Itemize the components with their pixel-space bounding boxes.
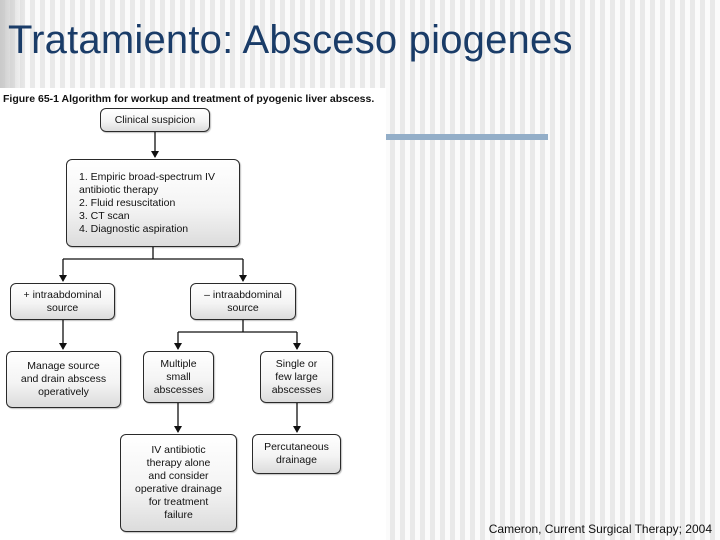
node-plus-intraabdominal-source-label: + intraabdominal source bbox=[23, 288, 102, 314]
node-manage-source-label: Manage source and drain abscess operativ… bbox=[20, 360, 107, 398]
flowchart-connectors bbox=[59, 131, 301, 433]
node-percutaneous-drainage: Percutaneous drainage bbox=[252, 434, 341, 474]
node-iv-antibiotic-therapy-label: IV antibiotic therapy alone and consider… bbox=[135, 444, 222, 521]
accent-bar bbox=[386, 134, 548, 140]
flowchart-figure: Figure 65-1 Algorithm for workup and tre… bbox=[0, 88, 386, 540]
node-initial-steps-label: 1. Empiric broad-spectrum IV antibiotic … bbox=[79, 170, 215, 235]
node-iv-antibiotic-therapy: IV antibiotic therapy alone and consider… bbox=[120, 434, 237, 532]
node-manage-source: Manage source and drain abscess operativ… bbox=[6, 351, 121, 408]
node-single-few-large-abscesses: Single or few large abscesses bbox=[260, 351, 333, 403]
node-single-few-large-abscesses-label: Single or few large abscesses bbox=[271, 357, 322, 396]
node-percutaneous-drainage-label: Percutaneous drainage bbox=[264, 441, 329, 466]
corner-shade bbox=[0, 0, 26, 90]
node-multiple-small-abscesses-label: Multiple small abscesses bbox=[153, 357, 204, 396]
node-plus-intraabdominal-source: + intraabdominal source bbox=[10, 283, 115, 320]
node-clinical-suspicion-label: Clinical suspicion bbox=[114, 113, 196, 126]
slide-title: Tratamiento: Absceso piogenes bbox=[8, 18, 573, 62]
citation: Cameron, Current Surgical Therapy; 2004 bbox=[488, 522, 712, 536]
node-initial-steps: 1. Empiric broad-spectrum IV antibiotic … bbox=[66, 159, 240, 247]
node-minus-intraabdominal-source: – intraabdominal source bbox=[190, 283, 296, 320]
node-multiple-small-abscesses: Multiple small abscesses bbox=[143, 351, 214, 403]
figure-caption: Figure 65-1 Algorithm for workup and tre… bbox=[3, 93, 375, 105]
node-minus-intraabdominal-source-label: – intraabdominal source bbox=[204, 288, 282, 314]
node-clinical-suspicion: Clinical suspicion bbox=[100, 108, 210, 132]
